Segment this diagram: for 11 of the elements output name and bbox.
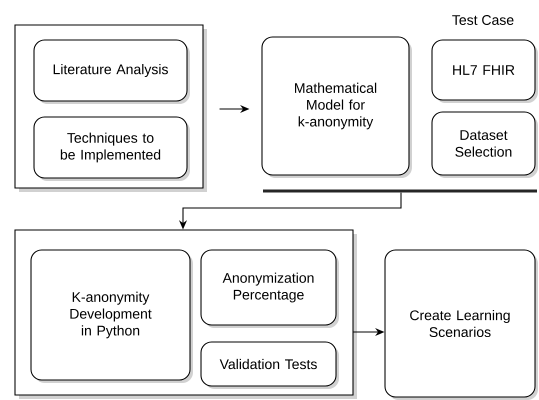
process-box: Validation Tests <box>200 341 339 389</box>
process-box: Mathematical Model for k-anonymity <box>261 36 412 178</box>
bar <box>263 190 537 192</box>
process-box: K-anonymity Development in Python <box>30 249 193 383</box>
process-box: Anonymization Percentage <box>200 249 339 328</box>
process-box: Literature Analysis <box>33 39 190 104</box>
process-box: Techniques to be Implemented <box>33 116 190 181</box>
process-box: Dataset Selection <box>431 111 538 178</box>
process-box: Create Learning Scenarios <box>384 249 538 400</box>
heading-label: Test Case <box>452 15 514 25</box>
process-box: HL7 FHIR <box>431 39 538 103</box>
